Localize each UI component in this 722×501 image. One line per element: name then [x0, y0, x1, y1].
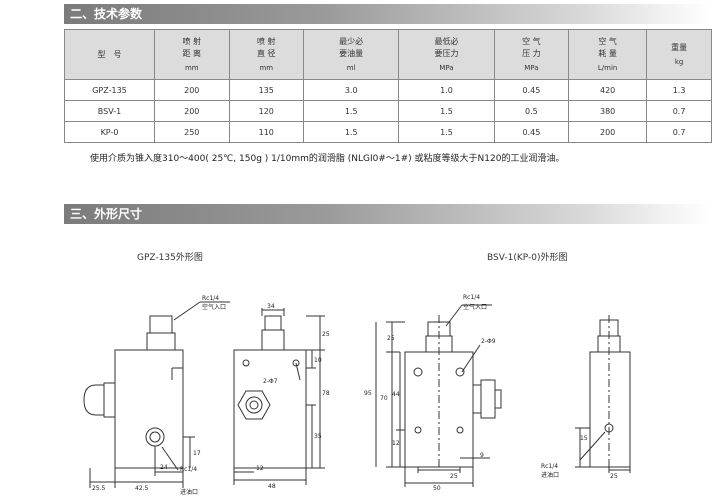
cell: 250: [154, 121, 230, 143]
dim-25-c: 25: [450, 473, 458, 480]
drawing-bsv1-side: [575, 315, 631, 473]
label-air-port-2: Rc1/4: [463, 294, 480, 301]
label-oil-inlet-2: 进油口: [541, 471, 559, 479]
dim-48: 48: [268, 483, 276, 490]
header-model: 型 号: [64, 29, 155, 80]
dim-25-b: 25: [387, 335, 395, 342]
label-oil-port-1: Rc1/4: [180, 466, 197, 473]
label-air-inlet-1: 空气入口: [202, 303, 226, 311]
table-row: GPZ-135 200 135 3.0 1.0 0.45 420 1.3: [64, 79, 712, 101]
dim-34: 34: [267, 303, 275, 310]
label-holes-2-phi9: 2-Φ9: [481, 338, 496, 345]
dim-35: 35: [314, 433, 322, 440]
dim-42-5: 42.5: [135, 485, 149, 492]
cell: 0.7: [646, 121, 712, 143]
dim-50: 50: [433, 485, 441, 492]
section-title-specs: 二、技术参数: [64, 4, 710, 24]
dim-44: 44: [392, 391, 400, 398]
dim-17: 17: [193, 450, 201, 457]
dim-25-d: 25: [610, 473, 618, 480]
usage-note: 使用介质为锥入度310～400( 25℃, 150g ) 1/10mm的润滑脂 …: [90, 154, 565, 164]
dim-12-b: 12: [392, 440, 400, 447]
drawing-gpz135-front: [233, 308, 325, 485]
drawing-bsv1-front: [375, 304, 502, 487]
dim-9: 9: [480, 452, 484, 459]
drawing-gpz135-side: [83, 301, 230, 488]
dim-25-5: 25.5: [92, 485, 106, 492]
dim-95: 95: [364, 390, 372, 397]
label-air-port-1: Rc1/4: [202, 295, 219, 302]
dim-78: 78: [322, 390, 330, 397]
dim-70: 70: [380, 395, 388, 402]
figure-title-bsv1: BSV-1(KP-0)外形图: [487, 253, 568, 263]
section-title-dimensions: 三、外形尺寸: [64, 204, 710, 224]
cell: KP-0: [64, 121, 155, 143]
dim-25-a: 25: [322, 331, 330, 338]
label-air-inlet-2: 空气入口: [463, 303, 487, 311]
label-oil-inlet-1: 进油口: [180, 488, 198, 496]
table-row: KP-0 250 110 1.5 1.5 0.45 200 0.7: [64, 121, 712, 143]
figure-title-gpz135: GPZ-135外形图: [137, 253, 203, 263]
cell: 200: [568, 121, 648, 143]
dim-10: 10: [314, 357, 322, 364]
label-oil-port-2: Rc1/4: [541, 463, 558, 470]
label-holes-2-phi7: 2-Φ7: [263, 378, 278, 385]
cell: 1.5: [398, 121, 495, 143]
dim-15: 15: [580, 435, 588, 442]
cell: 0.45: [493, 121, 570, 143]
dim-24: 24: [160, 464, 168, 471]
dim-12-a: 12: [256, 465, 264, 472]
